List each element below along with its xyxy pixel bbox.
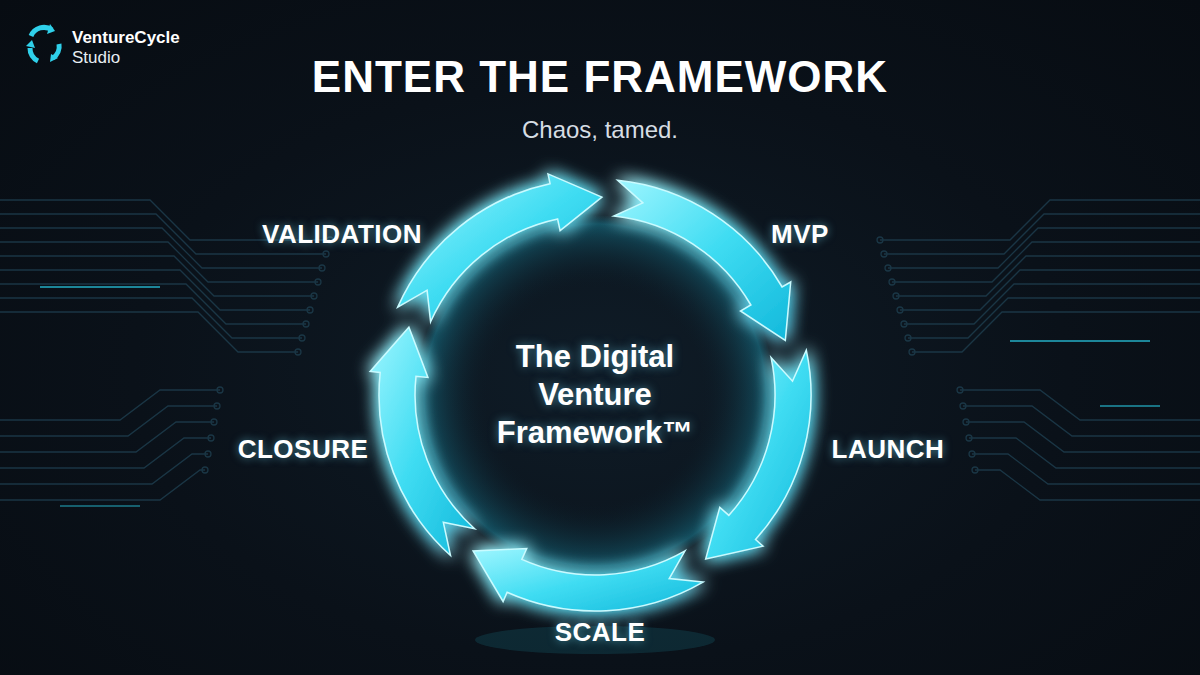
circuit-trace — [0, 284, 306, 324]
circuit-node — [311, 293, 317, 299]
circuit-node — [909, 349, 915, 355]
circuit-node — [966, 435, 972, 441]
center-circle: The Digital Venture Framework™ — [425, 225, 765, 565]
circuit-node — [963, 419, 969, 425]
circuit-node — [893, 293, 899, 299]
circuit-node — [972, 467, 978, 473]
logo-subname: Studio — [72, 48, 120, 68]
circuit-trace — [880, 200, 1200, 240]
center-title: The Digital Venture Framework™ — [475, 338, 715, 451]
circuit-trace — [969, 438, 1200, 468]
text-stack: The Digital Venture Framework™ — [475, 338, 715, 451]
circuit-trace — [0, 406, 217, 436]
circuit-trace — [908, 298, 1200, 338]
circuit-trace — [975, 470, 1200, 500]
cycle-arrow — [614, 180, 791, 340]
subtitle: Chaos, tamed. — [522, 116, 678, 144]
circuit-trace — [960, 390, 1200, 420]
circuit-trace — [896, 256, 1200, 296]
circuit-node — [202, 467, 208, 473]
circuit-node — [877, 237, 883, 243]
circuit-node — [315, 279, 321, 285]
circuit-trace — [884, 214, 1200, 254]
circuit-node — [319, 265, 325, 271]
title: ENTER THE FRAMEWORK — [312, 52, 888, 102]
circuit-trace — [966, 422, 1200, 452]
circuit-trace — [0, 270, 310, 310]
circuit-node — [969, 451, 975, 457]
circuit-node — [885, 265, 891, 271]
circuit-node — [295, 349, 301, 355]
circuit-trace — [0, 422, 214, 452]
circuit-node — [323, 251, 329, 257]
cycle-ring — [370, 174, 811, 611]
circuit-trace — [892, 242, 1200, 282]
stage-label: LAUNCH — [832, 434, 945, 465]
cycle-arrow — [370, 327, 474, 555]
logo-name: VentureCycle — [72, 28, 180, 48]
circuit-node — [957, 387, 963, 393]
stage-label: VALIDATION — [262, 219, 422, 250]
circuit-node — [217, 387, 223, 393]
cycle-arrow — [398, 174, 602, 322]
stage-label: SCALE — [555, 617, 646, 648]
circuit-trace — [888, 228, 1200, 268]
circuit-node — [307, 307, 313, 313]
circuit-trace — [0, 454, 208, 484]
circuit-node — [881, 251, 887, 257]
cycle-arrow — [473, 549, 703, 612]
circuit-node — [960, 403, 966, 409]
circuit-node — [208, 435, 214, 441]
circuit-trace — [0, 390, 220, 420]
stage-label: MVP — [771, 219, 829, 250]
circuit-trace — [912, 312, 1200, 352]
circuit-node — [299, 335, 305, 341]
circuit-trace — [972, 454, 1200, 484]
circuit-trace — [0, 312, 298, 352]
stage-label: CLOSURE — [238, 434, 369, 465]
circuit-node — [897, 307, 903, 313]
circuit-node — [901, 321, 907, 327]
cycle-arrow — [706, 350, 811, 559]
circuit-node — [211, 419, 217, 425]
circuit-node — [889, 279, 895, 285]
circuit-node — [214, 403, 220, 409]
circuit-node — [205, 451, 211, 457]
circuit-trace — [0, 298, 302, 338]
circuit-node — [303, 321, 309, 327]
logo-icon — [26, 24, 59, 62]
circuit-trace — [963, 406, 1200, 436]
circuit-trace — [900, 270, 1200, 310]
circuit-trace — [0, 256, 314, 296]
circuit-node — [905, 335, 911, 341]
circuit-trace — [904, 284, 1200, 324]
circuit-trace — [0, 470, 205, 500]
